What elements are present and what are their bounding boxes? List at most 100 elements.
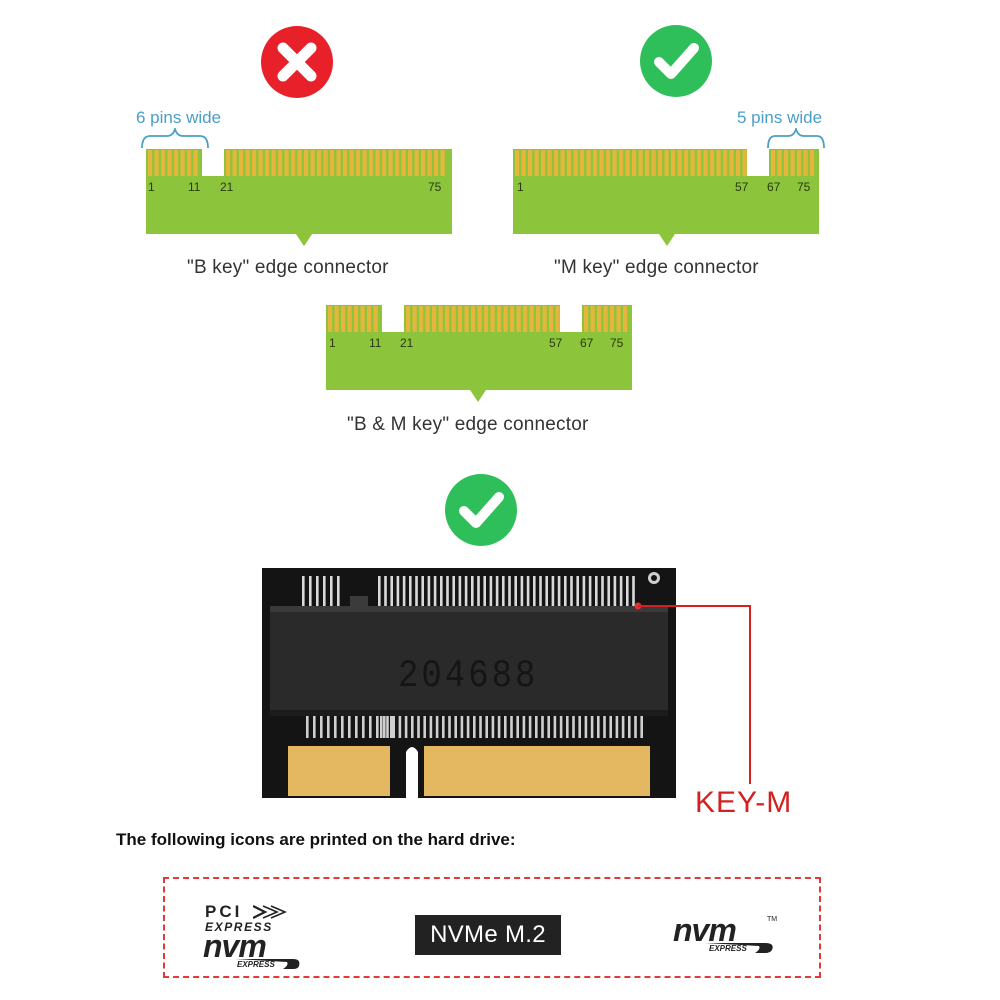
logos-box: [163, 877, 821, 978]
adapter-board-illustration: [262, 568, 676, 798]
socket-pin: [383, 716, 386, 738]
gold-pin: [471, 306, 476, 332]
gold-pin: [252, 150, 257, 176]
b-key-pcb: [146, 149, 452, 246]
socket-pin: [551, 576, 555, 606]
b-key-pin-label: 75: [428, 180, 442, 194]
b-key-pin-label: 1: [148, 180, 155, 194]
gold-pin: [529, 306, 534, 332]
gold-pin: [388, 150, 393, 176]
gold-pin: [258, 150, 263, 176]
socket-pin: [572, 716, 575, 738]
check-mark-icon: [640, 25, 712, 97]
gold-pin: [367, 306, 372, 332]
socket-pin: [433, 576, 437, 606]
gold-pin: [671, 150, 676, 176]
socket-pin: [369, 716, 372, 738]
socket-pin: [516, 716, 519, 738]
socket-pin: [334, 716, 337, 738]
gold-pin: [584, 306, 589, 332]
b-key-width-label: 6 pins wide: [136, 108, 222, 127]
socket-pin: [619, 576, 623, 606]
socket-pin: [491, 716, 495, 738]
x-mark-icon: [261, 26, 333, 98]
socket-pin: [448, 716, 451, 738]
socket-pin: [595, 576, 598, 606]
socket-pin: [483, 576, 486, 606]
gold-pin: [239, 150, 244, 176]
bm-key-pin-label: 1: [329, 336, 336, 350]
gold-pin: [534, 150, 539, 176]
gold-pin: [697, 150, 702, 176]
socket-pin: [442, 716, 445, 738]
socket-pin: [535, 716, 538, 738]
socket-pin: [504, 716, 507, 738]
socket-pin: [464, 576, 468, 606]
socket-pin: [588, 576, 592, 606]
socket-pin: [545, 576, 548, 606]
gold-pin: [616, 306, 621, 332]
gold-pin: [291, 150, 296, 176]
socket-pin: [528, 716, 532, 738]
gold-pin: [612, 150, 617, 176]
b-key-caption: "B key" edge connector: [187, 257, 389, 278]
socket-pin: [497, 716, 501, 738]
gold-pin: [226, 150, 231, 176]
socket-pin: [415, 576, 418, 606]
nvm-express-text: EXPRESS: [237, 960, 275, 969]
gold-pin: [271, 150, 276, 176]
gold-pin: [619, 150, 624, 176]
gold-pin: [554, 150, 559, 176]
gold-pin: [736, 150, 741, 176]
socket-pin: [458, 576, 462, 606]
gold-pin: [803, 150, 808, 176]
gold-pin: [515, 150, 520, 176]
gold-pin: [664, 150, 669, 176]
gold-pin: [445, 306, 450, 332]
socket-pin: [473, 716, 476, 738]
gold-pin: [343, 150, 348, 176]
m-key-pin-label: 67: [767, 180, 781, 194]
socket-pin: [541, 716, 544, 738]
gold-pin: [375, 150, 380, 176]
socket-pin: [601, 576, 604, 606]
socket-pin: [477, 576, 480, 606]
socket-chip-text: 204688: [398, 655, 539, 699]
socket-pin: [341, 716, 344, 738]
socket-pin: [306, 716, 309, 738]
socket-pin: [427, 576, 431, 606]
gold-pin: [516, 306, 521, 332]
gold-pin: [284, 150, 289, 176]
socket-pin: [553, 716, 557, 738]
socket-pin: [392, 716, 395, 738]
gold-pin: [573, 150, 578, 176]
gold-pin: [336, 150, 341, 176]
gold-pin: [536, 306, 541, 332]
gold-pin: [434, 150, 439, 176]
gold-pin: [245, 150, 250, 176]
bm-key-pcb: [326, 305, 632, 402]
gold-pin: [599, 150, 604, 176]
socket-pin: [539, 576, 542, 606]
gold-pin: [597, 306, 602, 332]
gold-pin: [193, 150, 198, 176]
socket-pin: [440, 576, 443, 606]
socket-pin: [348, 716, 351, 738]
key-m-callout-line: [638, 605, 751, 784]
gold-pin: [790, 150, 795, 176]
socket-pin: [607, 576, 610, 606]
gold-pin: [690, 150, 695, 176]
gold-pin: [148, 150, 153, 176]
gold-pin: [784, 150, 789, 176]
gold-pin: [341, 306, 346, 332]
gold-pin: [742, 150, 747, 176]
gold-pin: [395, 150, 400, 176]
trademark-text: TM: [767, 916, 778, 923]
gold-pin: [187, 150, 192, 176]
check-mark-icon: [445, 474, 517, 546]
socket-pin: [582, 576, 586, 606]
socket-pin: [466, 716, 470, 738]
socket-pin: [309, 576, 312, 606]
gold-pin: [477, 306, 482, 332]
gold-pin: [180, 150, 185, 176]
